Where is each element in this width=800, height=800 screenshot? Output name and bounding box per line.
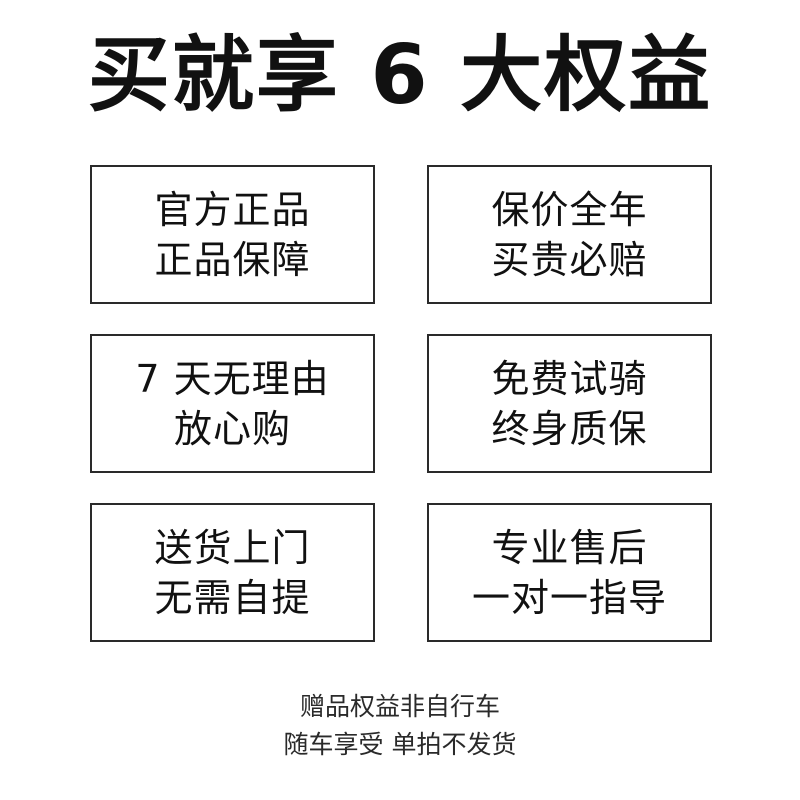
benefit-box-home-delivery: 送货上门 无需自提: [90, 503, 375, 642]
benefit-line-1: 7 天无理由: [135, 356, 330, 401]
benefit-line-1: 专业售后: [491, 525, 648, 570]
benefit-line-1: 免费试骑: [491, 356, 648, 401]
benefit-box-seven-day-return: 7 天无理由 放心购: [90, 334, 375, 473]
benefit-line-2: 一对一指导: [471, 575, 667, 620]
benefit-box-free-trial: 免费试骑 终身质保: [427, 334, 712, 473]
footer-line-2: 随车享受 单拍不发货: [283, 730, 517, 759]
footer-line-1: 赠品权益非自行车: [299, 692, 500, 721]
benefit-line-2: 终身质保: [491, 406, 648, 451]
benefit-line-1: 官方正品: [154, 187, 311, 232]
benefit-line-2: 无需自提: [154, 575, 311, 620]
benefit-line-1: 保价全年: [491, 187, 648, 232]
benefit-line-2: 买贵必赔: [491, 237, 648, 282]
benefit-box-genuine: 官方正品 正品保障: [90, 165, 375, 304]
footer-note: 赠品权益非自行车 随车享受 单拍不发货: [0, 688, 800, 764]
benefit-line-2: 正品保障: [154, 237, 311, 282]
benefit-line-1: 送货上门: [154, 525, 311, 570]
benefit-box-price-protection: 保价全年 买贵必赔: [427, 165, 712, 304]
benefit-line-2: 放心购: [173, 406, 291, 451]
benefit-box-after-sales: 专业售后 一对一指导: [427, 503, 712, 642]
page-title: 买就享 6 大权益: [87, 28, 713, 123]
